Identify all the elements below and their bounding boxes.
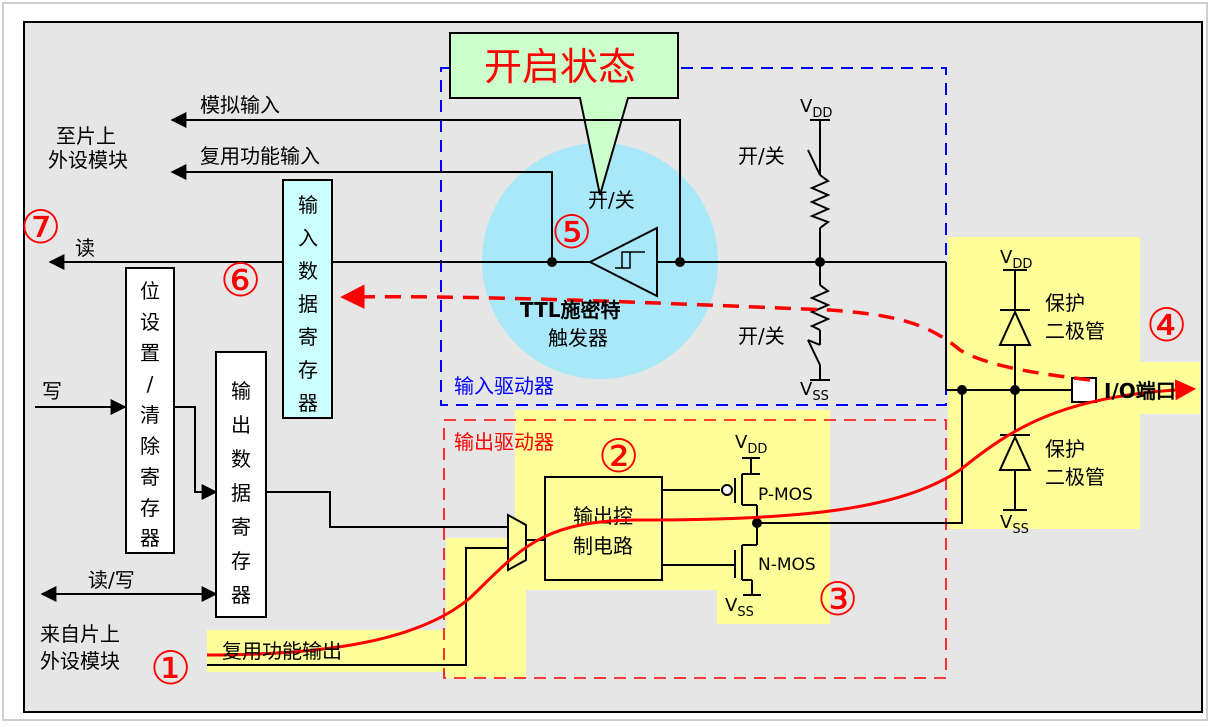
wiring — [35, 112, 1078, 666]
ttl-label-line1: TTL施密特 — [520, 298, 621, 322]
pulldown-switch-label: 开/关 — [738, 324, 785, 348]
vss-label-diode: VSS — [1000, 512, 1029, 537]
vdd-label-switch: VDD — [800, 96, 832, 121]
bsrr-char: / — [147, 372, 154, 396]
bsrr-char: 存 — [140, 496, 160, 520]
periph-out-top-label: 来自片上 — [40, 622, 120, 646]
open-state-callout: 开启状态 — [449, 32, 679, 196]
marker-4: ④ — [1146, 298, 1187, 352]
io-pin-icon — [1071, 377, 1097, 403]
marker-1: ① — [150, 641, 191, 695]
output-data-register: 输 出 数 据 寄 存 器 — [215, 351, 267, 618]
protect-diode-bottom-line1: 保护 — [1045, 437, 1085, 461]
input-reg-char: 输 — [298, 193, 318, 217]
protect-diode-top-line1: 保护 — [1045, 291, 1085, 315]
bit-set-reset-register: 位 设 置 / 清 除 寄 存 器 — [125, 267, 175, 554]
bsrr-char: 除 — [140, 434, 160, 458]
protect-diode-top-line2: 二极管 — [1045, 319, 1105, 343]
pullup-switch-label: 开/关 — [738, 144, 785, 168]
pulldown-switch-icon — [807, 339, 821, 366]
input-data-register: 输 入 数 据 寄 存 器 — [282, 179, 333, 419]
vss-label-switch: VSS — [800, 379, 829, 404]
nmos-label: N-MOS — [758, 555, 816, 575]
bsrr-char: 置 — [140, 341, 160, 365]
pmos-gate-bubble — [721, 484, 733, 496]
input-reg-char: 数 — [298, 259, 318, 283]
output-reg-char: 出 — [231, 413, 251, 437]
input-reg-char: 器 — [298, 391, 318, 415]
labels: 至片上 外设模块 模拟输入 复用功能输入 读 写 读/写 来自片上 外设模块 复… — [40, 93, 1176, 673]
periph-in-top-label: 至片上 — [56, 124, 116, 148]
io-port-label: I/O端口 — [1104, 379, 1176, 403]
callout-text: 开启状态 — [484, 45, 636, 89]
schmitt-trigger-icon — [587, 226, 658, 298]
marker-5: ⑤ — [551, 205, 592, 259]
marker-6: ⑥ — [220, 253, 261, 307]
output-reg-char: 存 — [231, 549, 251, 573]
output-reg-char: 数 — [231, 447, 251, 471]
alt-input-label: 复用功能输入 — [200, 144, 320, 168]
output-reg-char: 器 — [231, 583, 251, 607]
supply-labels: VDD VSS VDD VSS VDD VSS — [725, 96, 1032, 620]
input-reg-char: 存 — [298, 358, 318, 382]
input-reg-char: 据 — [298, 292, 318, 316]
protection-diode-bottom-icon — [998, 434, 1032, 471]
vss-label-nmos: VSS — [725, 595, 754, 620]
output-signal-path — [206, 379, 1197, 657]
output-driver-label: 输出驱动器 — [454, 430, 554, 454]
ttl-label-line2: 触发器 — [548, 326, 608, 350]
bsrr-char: 设 — [140, 310, 160, 334]
step-markers: ① ② ③ ④ ⑤ ⑥ ⑦ — [20, 200, 1187, 695]
protection-diode-top-icon — [998, 309, 1032, 346]
pmos-label: P-MOS — [758, 485, 813, 505]
junction-dots — [547, 257, 1020, 528]
bsrr-char: 器 — [140, 526, 160, 550]
pulldown-resistor-icon — [809, 284, 831, 331]
input-driver-label: 输入驱动器 — [454, 374, 554, 398]
input-signal-path — [340, 284, 1091, 382]
marker-3: ③ — [817, 572, 858, 626]
output-driver-box — [443, 419, 947, 679]
vdd-label-diode: VDD — [1000, 247, 1032, 272]
bsrr-char: 寄 — [140, 465, 160, 489]
protect-diode-bottom-line2: 二极管 — [1045, 465, 1105, 489]
marker-2: ② — [598, 429, 639, 483]
bsrr-char: 清 — [140, 403, 160, 427]
output-mux-icon — [507, 513, 527, 572]
periph-out-bottom-label: 外设模块 — [40, 649, 120, 673]
marker-7: ⑦ — [20, 200, 61, 254]
input-reg-char: 入 — [298, 226, 318, 250]
read-label: 读 — [75, 236, 95, 260]
vdd-label-pmos: VDD — [735, 432, 767, 457]
trigger-switch-label: 开/关 — [588, 188, 635, 212]
pullup-switch-icon — [807, 120, 821, 176]
bsrr-char: 位 — [140, 279, 160, 303]
output-reg-char: 据 — [231, 481, 251, 505]
control-label-line2: 制电路 — [573, 534, 633, 558]
alt-output-label: 复用功能输出 — [222, 639, 342, 663]
periph-in-bottom-label: 外设模块 — [48, 148, 128, 172]
output-reg-char: 输 — [231, 379, 251, 403]
write-label: 写 — [42, 379, 62, 403]
input-reg-char: 寄 — [298, 325, 318, 349]
read-write-label: 读/写 — [88, 568, 135, 592]
output-reg-char: 寄 — [231, 515, 251, 539]
analog-input-label: 模拟输入 — [200, 93, 280, 117]
pullup-resistor-icon — [809, 174, 831, 229]
